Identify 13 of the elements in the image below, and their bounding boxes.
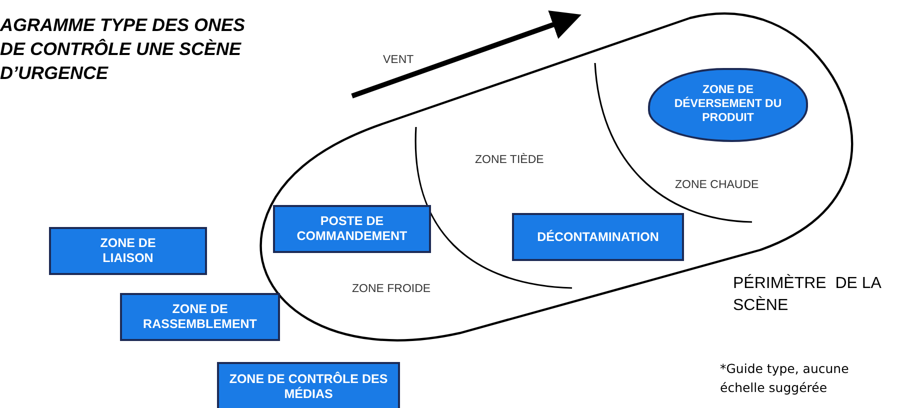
diagram-title: AGRAMME TYPE DES ONES DE CONTRÔLE UNE SCÈNE D’URGENCE	[0, 14, 246, 84]
zone-box: DÉCONTAMINATION	[512, 213, 684, 261]
zone-box: ZONE DE LIAISON	[49, 227, 207, 275]
footnote: *Guide type, aucune échelle suggérée	[720, 360, 850, 397]
zone-label: ZONE CHAUDE	[675, 179, 759, 191]
wind-label: VENT	[383, 54, 414, 66]
zone-box: ZONE DE CONTRÔLE DES MÉDIAS	[217, 362, 400, 408]
perimeter-label: PÉRIMÈTRE DE LA SCÈNE	[733, 273, 882, 316]
zone-label: ZONE FROIDE	[352, 283, 431, 295]
spill-zone-blob: ZONE DE DÉVERSEMENT DU PRODUIT	[648, 68, 808, 142]
zone-box: ZONE DE RASSEMBLEMENT	[120, 293, 280, 341]
zone-box: POSTE DE COMMANDEMENT	[273, 205, 431, 253]
zone-label: ZONE TIÈDE	[475, 154, 544, 166]
